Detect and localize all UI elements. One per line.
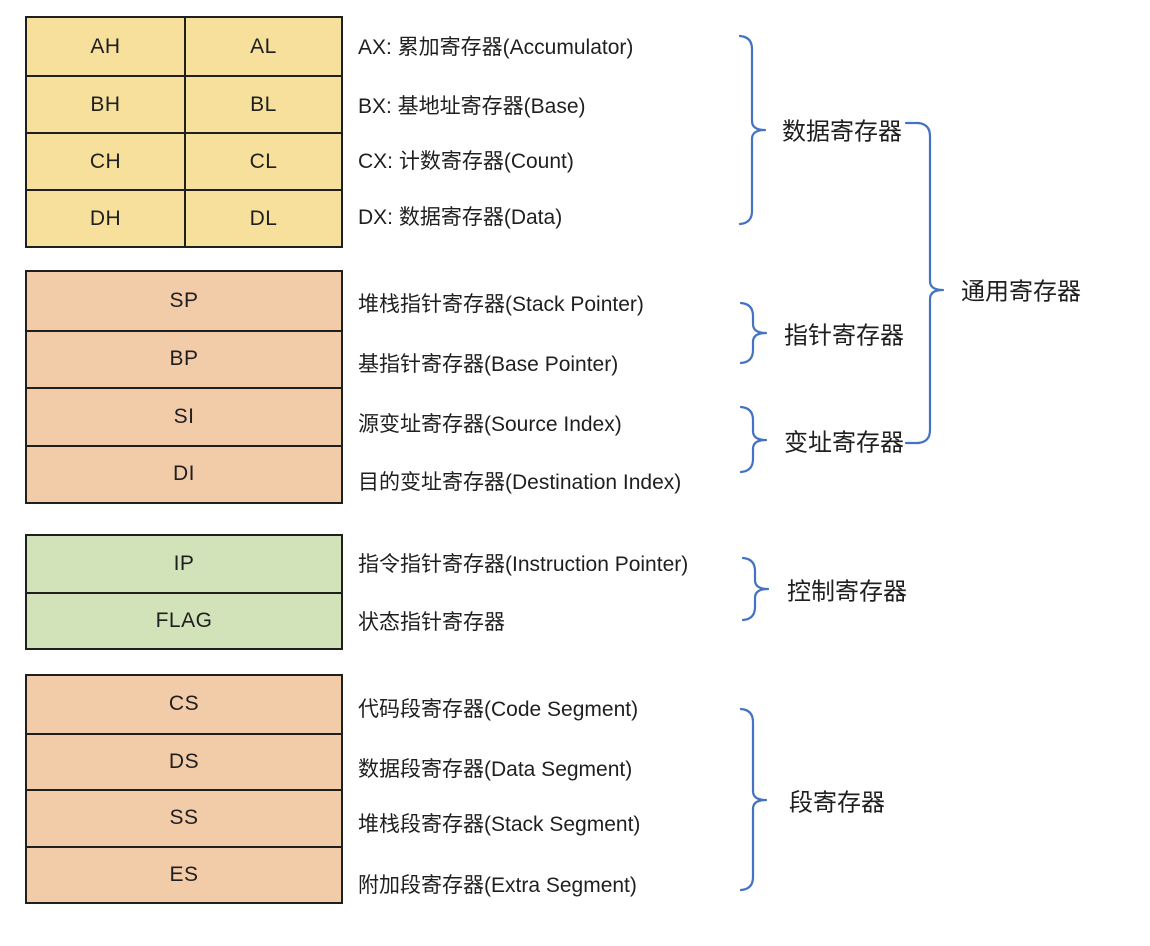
- segment-register-table: CS DS SS ES: [25, 674, 343, 904]
- register-cell-ip: IP: [27, 536, 341, 592]
- register-description-ip: 指令指针寄存器(Instruction Pointer): [358, 553, 689, 576]
- register-cell-ds: DS: [27, 732, 341, 789]
- register-cell-di: DI: [27, 444, 341, 502]
- group-label-general-registers: 通用寄存器: [961, 278, 1081, 306]
- register-description-ds: 数据段寄存器(Data Segment): [358, 758, 633, 781]
- segment-registers-brace: [739, 707, 768, 892]
- register-description-ss: 堆栈段寄存器(Stack Segment): [358, 813, 641, 836]
- group-label-data-registers: 数据寄存器: [782, 118, 902, 146]
- general-registers-brace: [916, 121, 945, 445]
- data-registers-brace: [738, 34, 767, 226]
- register-description-cx: CX: 计数寄存器(Count): [358, 150, 574, 173]
- control-registers-brace: [741, 556, 770, 622]
- register-cell-flag: FLAG: [27, 592, 341, 648]
- group-label-control-registers: 控制寄存器: [787, 578, 907, 606]
- register-description-ax: AX: 累加寄存器(Accumulator): [358, 36, 634, 59]
- register-cell-bp: BP: [27, 329, 341, 387]
- register-cell-bl: BL: [184, 75, 341, 132]
- register-cell-ah: AH: [27, 18, 184, 75]
- register-cell-dl: DL: [184, 189, 341, 246]
- register-cell-si: SI: [27, 387, 341, 445]
- register-cell-cs: CS: [27, 676, 341, 733]
- register-cell-bh: BH: [27, 75, 184, 132]
- register-description-flag: 状态指针寄存器: [358, 611, 505, 634]
- register-cell-al: AL: [184, 18, 341, 75]
- register-description-bx: BX: 基地址寄存器(Base): [358, 95, 586, 118]
- register-description-bp: 基指针寄存器(Base Pointer): [358, 353, 619, 376]
- register-cell-dh: DH: [27, 189, 184, 246]
- group-label-index-registers: 变址寄存器: [784, 429, 904, 457]
- index-registers-brace: [739, 405, 768, 474]
- register-cell-ss: SS: [27, 789, 341, 846]
- pointer-index-register-table: SP BP SI DI: [25, 270, 343, 504]
- register-cell-ch: CH: [27, 132, 184, 189]
- register-description-es: 附加段寄存器(Extra Segment): [358, 874, 637, 897]
- group-label-segment-registers: 段寄存器: [789, 789, 885, 817]
- register-cell-cl: CL: [184, 132, 341, 189]
- register-description-di: 目的变址寄存器(Destination Index): [358, 471, 682, 494]
- register-description-cs: 代码段寄存器(Code Segment): [358, 698, 639, 721]
- control-register-table: IP FLAG: [25, 534, 343, 650]
- byte-register-table: AH AL BH BL CH CL DH DL: [25, 16, 343, 248]
- register-description-si: 源变址寄存器(Source Index): [358, 413, 622, 436]
- register-description-dx: DX: 数据寄存器(Data): [358, 206, 563, 229]
- register-cell-es: ES: [27, 845, 341, 902]
- group-label-pointer-registers: 指针寄存器: [784, 322, 904, 350]
- pointer-registers-brace: [739, 301, 768, 365]
- register-cell-sp: SP: [27, 272, 341, 330]
- register-description-sp: 堆栈指针寄存器(Stack Pointer): [358, 293, 644, 316]
